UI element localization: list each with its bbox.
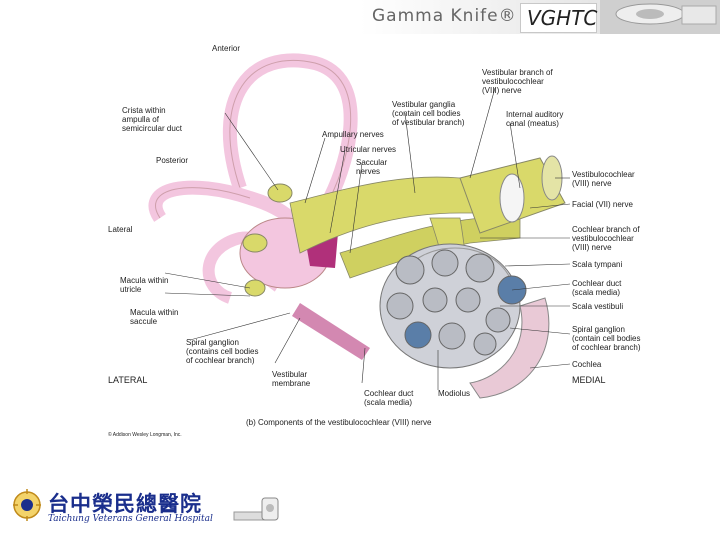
ear-illustration: [148, 53, 571, 399]
label-modiolus: Modiolus: [438, 389, 471, 398]
label-anterior: Anterior: [212, 44, 241, 53]
hospital-name-chinese: 台中榮民總醫院: [48, 491, 202, 516]
label-cochlear-duct-right: Cochlear duct (scala media): [572, 279, 622, 297]
label-medial: MEDIAL: [572, 375, 606, 385]
header-banner: Gamma Knife® VGHTC: [360, 0, 720, 34]
label-utricular-nerves: Utricular nerves: [340, 145, 397, 154]
figure-caption: (b) Components of the vestibulocochlear …: [246, 418, 432, 427]
label-lateral: Lateral: [108, 225, 133, 234]
hospital-emblem-icon: [13, 489, 41, 521]
label-macula-saccule: Macula within saccule: [130, 308, 179, 326]
label-saccular-nerves: Saccular nerves: [356, 158, 388, 176]
label-vestibular-membrane: Vestibular membrane: [272, 370, 311, 388]
label-ampullary-nerves: Ampullary nerves: [322, 130, 384, 139]
brand-title: Gamma Knife®: [372, 6, 517, 26]
vghtc-badge: VGHTC: [520, 3, 597, 33]
label-cochlea: Cochlea: [572, 360, 602, 369]
label-vestibular-branch: Vestibular branch of vestibulocochlear (…: [482, 68, 553, 95]
label-copyright: © Addison Wesley Longman, Inc.: [108, 432, 182, 438]
label-lateral-caps: LATERAL: [108, 375, 148, 385]
label-vestibular-ganglia: Vestibular ganglia (contain cell bodies …: [392, 100, 465, 127]
label-vestibulocochlear-nerve: Vestibulocochlear (VIII) nerve: [572, 170, 635, 188]
label-scala-vestibuli: Scala vestibuli: [572, 302, 624, 311]
label-cochlear-branch: Cochlear branch of vestibulocochlear (VI…: [572, 225, 640, 252]
label-posterior: Posterior: [156, 156, 189, 165]
treatment-device-icon: [233, 497, 279, 521]
vghtc-label: VGHTC: [527, 6, 598, 30]
label-facial-nerve: Facial (VII) nerve: [572, 200, 633, 209]
hospital-name-english: Taichung Veterans General Hospital: [48, 514, 213, 524]
label-cochlear-duct-bottom: Cochlear duct (scala media): [364, 389, 414, 407]
inner-ear-diagram: Anterior Crista within ampulla of semici…: [100, 38, 660, 438]
label-spiral-ganglion-left: Spiral ganglion (contains cell bodies of…: [186, 338, 259, 365]
label-scala-tympani: Scala tympani: [572, 260, 623, 269]
label-internal-auditory-canal: Internal auditory canal (meatus): [506, 110, 564, 128]
label-macula-utricle: Macula within utricle: [120, 276, 169, 294]
label-spiral-ganglion-right: Spiral ganglion (contain cell bodies of …: [572, 325, 641, 352]
gamma-knife-device-icon: [600, 0, 720, 34]
label-crista: Crista within ampulla of semicircular du…: [122, 106, 183, 133]
